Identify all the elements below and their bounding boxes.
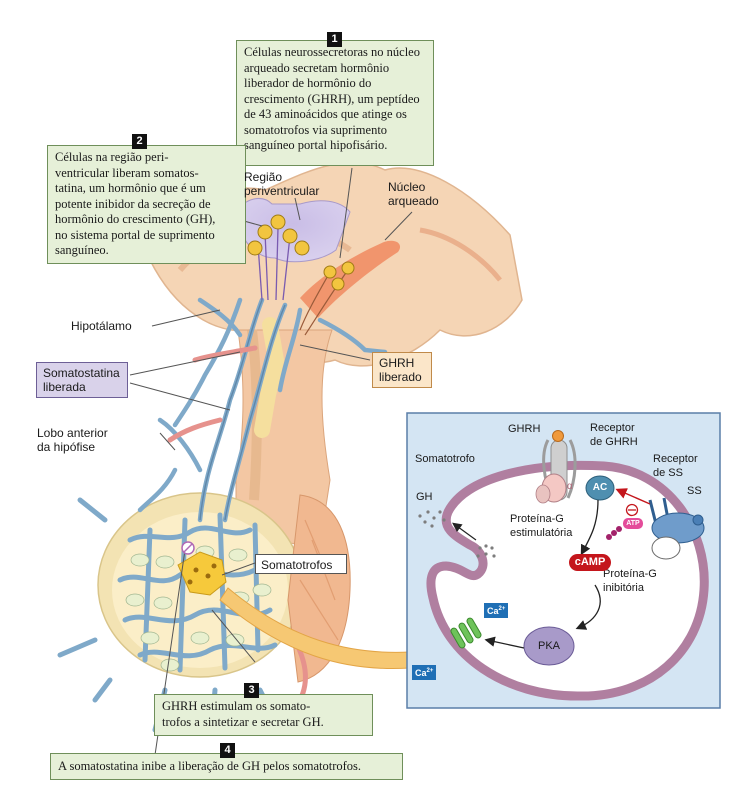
note-4-text: A somatostatina inibe a liberação de GH … (58, 759, 362, 773)
calcium-ion-inside-charge: 2+ (498, 606, 506, 612)
arcuate-neurons (299, 261, 355, 336)
cell-label-camp: cAMP (569, 554, 611, 571)
cell-label-ghrh: GHRH (508, 423, 541, 435)
note-1-text: Células neurossecretoras no núcleo arque… (244, 45, 420, 152)
calcium-ion-outside-symbol: Ca (415, 668, 427, 678)
portal-vessels-dark (199, 299, 286, 521)
ac-to-camp-arrow (580, 499, 599, 556)
cell-label-stimulatory-g: Proteína-G estimulatória (510, 513, 573, 539)
note-3-ghrh-stimulation: GHRH estimulam os somato- trofos a sinte… (154, 694, 373, 736)
calcium-ion-inside: Ca2+ (484, 603, 509, 618)
label-somatotrophs: Somatotrofos (255, 554, 347, 574)
cell-label-inhibitory-g: Proteína-G inibitória (603, 568, 657, 594)
note-1-ghrh-secretion: Células neurossecretoras no núcleo arque… (236, 40, 434, 166)
calcium-ion-outside: Ca2+ (412, 665, 437, 680)
note-2-number: 2 (132, 134, 147, 149)
calcium-ion-inside-symbol: Ca (487, 606, 499, 616)
cell-label-somatotroph: Somatotrofo (415, 453, 475, 465)
calcium-ion-outside-charge: 2+ (426, 668, 434, 674)
stimulatory-g-protein (535, 473, 567, 504)
label-arcuate-nucleus: Núcleo arqueado (388, 180, 439, 208)
note-3-text: GHRH estimulam os somato- trofos a sinte… (162, 699, 324, 729)
cell-label-atp: ATP (623, 518, 643, 529)
ss-inhibition-arrow (615, 488, 651, 505)
label-hypothalamus: Hipotálamo (71, 319, 132, 333)
gh-vesicles (418, 510, 496, 558)
cell-label-ac: AC (592, 482, 608, 493)
somatotroph-cluster (177, 551, 227, 596)
adenylyl-cyclase (585, 475, 615, 501)
camp-to-pka-arrow (575, 584, 601, 630)
inhibit-symbol (625, 503, 639, 517)
cell-label-ghrh-receptor: Receptor de GHRH (590, 422, 638, 448)
cell-label-ss-receptor: Receptor de SS (653, 453, 698, 479)
pka-to-channel-arrow (484, 636, 525, 649)
calcium-channel (450, 617, 482, 649)
atp-molecule (606, 526, 622, 540)
periventricular-neurons (247, 214, 310, 301)
label-somatostatin-released: Somatostatina liberada (36, 362, 128, 398)
label-periventricular-region: Região periventricular (244, 170, 320, 198)
note-3-number: 3 (244, 683, 259, 698)
pka-enzyme (523, 626, 575, 666)
note-1-number: 1 (327, 32, 342, 47)
cell-label-alpha: α (567, 481, 573, 492)
cell-label-ss: SS (687, 485, 702, 497)
inhibition-sign (181, 541, 195, 555)
label-anterior-pituitary: Lobo anterior da hipófise (37, 426, 108, 454)
arcuate-nucleus (300, 240, 401, 318)
note-2-somatostatin-release: Células na região peri- ventricular libe… (47, 145, 246, 264)
cell-label-gh: GH (416, 491, 433, 503)
cell-label-pka: PKA (537, 640, 560, 652)
note-4-number: 4 (220, 743, 235, 758)
label-ghrh-released: GHRH liberado (372, 352, 432, 388)
inhibitory-g-protein (651, 536, 681, 560)
note-2-text: Células na região peri- ventricular libe… (55, 150, 216, 257)
gh-exit-arrow (452, 522, 477, 541)
